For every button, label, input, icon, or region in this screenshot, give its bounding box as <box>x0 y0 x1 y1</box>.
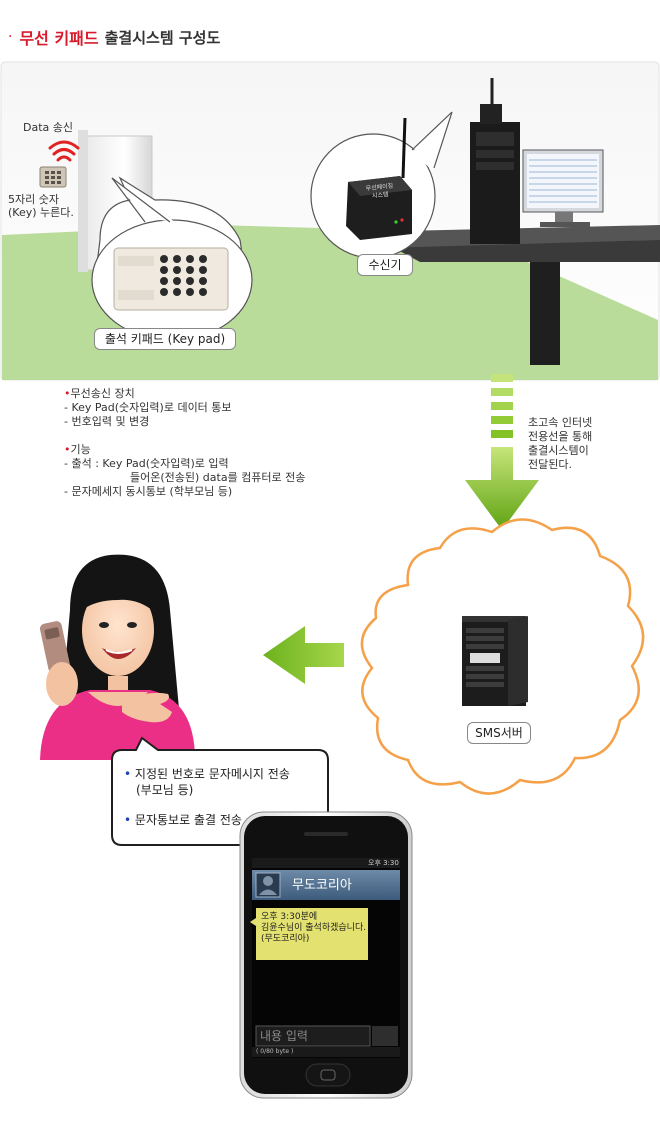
receiver-label: 수신기 <box>357 254 413 276</box>
door-frame <box>78 130 88 272</box>
feature-group-2-line: - 문자메세지 동시통보 (학부모님 등) <box>64 485 233 498</box>
network-note-line: 초고속 인터넷 <box>528 416 593 429</box>
phone-home-button <box>305 1063 351 1087</box>
sms-arrow-icon <box>263 626 344 684</box>
title-bullet: · <box>8 29 13 45</box>
signal-wave-icon <box>48 140 80 162</box>
sms-message-text: 오후 3:30분에 김윤수님이 출석하겠습니다. (무도코리아) <box>261 912 366 945</box>
phone-input-placeholder[interactable]: 내용 입력 <box>260 1029 308 1043</box>
network-note: 초고속 인터넷 전용선을 통해 출결시스템이 전달된다. <box>528 416 592 472</box>
feature-group-1-head: •무선송신 장치 <box>64 387 135 400</box>
message-callout-text: • 지정된 번호로 문자메시지 전송 (부모님 등) • 문자통보로 출결 전송 <box>124 766 290 828</box>
woman-with-phone-illustration <box>39 554 195 760</box>
key-instruction-line-2: (Key) 누른다. <box>8 206 74 219</box>
sms-line: 김윤수님이 출석하겠습니다. <box>261 923 367 933</box>
key-instruction-line-1: 5자리 숫자 <box>8 193 59 206</box>
feature-group-2-line: 들어온(전송된) data를 컴퓨터로 전송 <box>130 471 306 484</box>
title-highlight: 무선 키패드 <box>19 29 99 48</box>
sms-message-balloon <box>256 908 368 960</box>
callout-item: • 문자통보로 출결 전송 <box>124 813 242 827</box>
network-note-line: 전달된다. <box>528 458 572 471</box>
smartphone-icon <box>239 811 413 1099</box>
keypad-buttons <box>160 255 207 296</box>
feature-group-1-line: - 번호입력 및 변경 <box>64 415 150 428</box>
feature-group-2-head: •기능 <box>64 443 91 456</box>
phone-contact-name: 무도코리아 <box>292 878 352 893</box>
network-arrow-icon <box>465 374 539 530</box>
receiver-antenna <box>401 117 407 179</box>
feature-list: •무선송신 장치 - Key Pad(숫자입력)로 데이터 통보 - 번호입력 … <box>64 387 305 499</box>
feature-group-2-line: - 출석 : Key Pad(숫자입력)로 입력 <box>64 457 229 470</box>
phone-status-time: 오후 3:30 <box>368 859 399 867</box>
title-rest: 출결시스템 구성도 <box>104 28 221 47</box>
network-note-line: 출결시스템이 <box>528 444 589 457</box>
phone-input-field <box>255 1025 371 1047</box>
tower-antenna-unit <box>480 104 502 124</box>
page-title: · 무선 키패드 출결시스템 구성도 <box>8 26 221 49</box>
phone-byte-counter: ( 0/80 byte ) <box>256 1048 294 1055</box>
sms-server-label: SMS서버 <box>467 722 531 744</box>
keypad-label: 출석 키패드 (Key pad) <box>94 328 236 350</box>
callout-item: (부모님 등) <box>136 783 194 797</box>
sms-line: (무도코리아) <box>261 934 310 944</box>
sms-line: 오후 3:30분에 <box>261 912 318 922</box>
network-note-line: 전용선을 통해 <box>528 430 593 443</box>
feature-group-1-line: - Key Pad(숫자입력)로 데이터 통보 <box>64 401 232 414</box>
data-send-label: Data 송신 <box>23 121 74 134</box>
callout-item: • 지정된 번호로 문자메시지 전송 <box>124 767 290 781</box>
